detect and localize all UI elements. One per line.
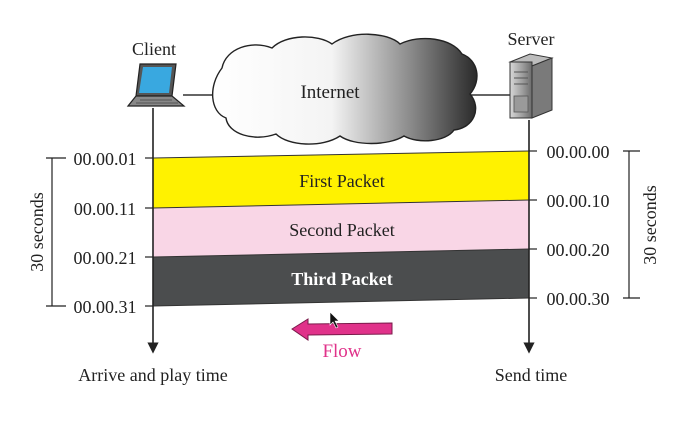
- band-edge: [152, 248, 530, 258]
- client-time-label: 00.00.21: [74, 248, 137, 268]
- server-time-label: 00.00.10: [547, 191, 610, 211]
- server-label: Server: [508, 29, 555, 49]
- server-axis-label: Send time: [495, 365, 568, 385]
- flow-label: Flow: [322, 341, 361, 362]
- packet-label-first: First Packet: [299, 171, 385, 191]
- laptop-icon: [126, 63, 186, 107]
- packet-band-second: [153, 200, 529, 257]
- band-edge: [152, 297, 530, 307]
- client-axis-label: Arrive and play time: [78, 365, 227, 385]
- packet-band-third: [153, 249, 529, 306]
- client-span-label: 30 seconds: [27, 192, 47, 272]
- internet-label: Internet: [300, 82, 360, 103]
- client-time-label: 00.00.11: [74, 199, 136, 219]
- server-span-bracket: [623, 150, 640, 299]
- client-label: Client: [132, 39, 176, 59]
- flow-arrow: [291, 318, 393, 341]
- server-time-label: 00.00.20: [547, 240, 610, 260]
- band-edge: [152, 150, 530, 159]
- server-time-label: 00.00.30: [547, 289, 610, 309]
- mouse-cursor-icon: [329, 311, 340, 329]
- server-icon: [508, 53, 554, 119]
- packet-label-second: Second Packet: [289, 220, 394, 240]
- packet-band-first: [153, 151, 529, 208]
- server-time-label: 00.00.00: [547, 142, 610, 162]
- band-edge: [152, 199, 530, 209]
- client-time-label: 00.00.01: [74, 149, 137, 169]
- client-time-label: 00.00.31: [74, 297, 137, 317]
- internet-cloud: Internet: [211, 33, 478, 145]
- server-span-label: 30 seconds: [640, 185, 660, 265]
- client-span-bracket: [46, 157, 66, 307]
- packet-label-third: Third Packet: [291, 269, 393, 289]
